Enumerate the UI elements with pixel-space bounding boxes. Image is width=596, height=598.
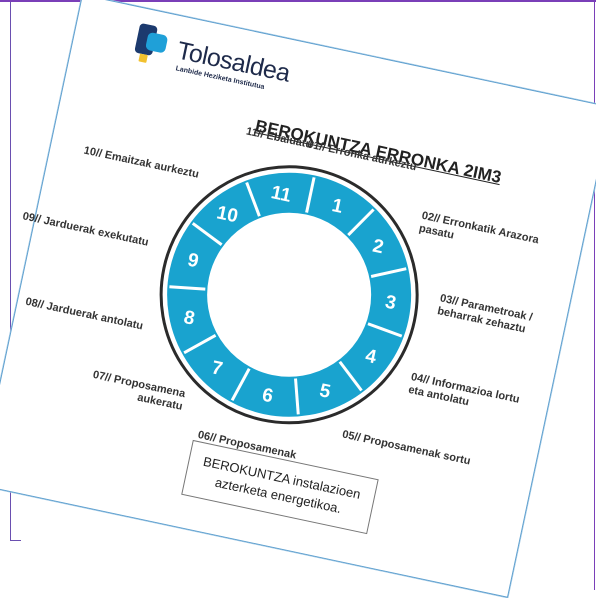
wheel-divider	[370, 267, 407, 278]
wheel-divider	[367, 322, 403, 338]
window-right-border	[594, 2, 595, 590]
caption-text: BEROKUNTZA instalazioen azterketa energe…	[201, 453, 362, 517]
wheel-step-number: 6	[260, 385, 275, 408]
wheel-step-number: 2	[371, 236, 386, 259]
erronka-wheel: 1 2 3 4 5 6 7 8 9 10 11	[159, 165, 419, 425]
wheel-divider	[347, 208, 375, 237]
wheel-step-number: 7	[210, 357, 225, 380]
window-bottom-border	[10, 540, 21, 541]
wheel-step-number: 1	[330, 195, 345, 218]
wheel-divider	[294, 378, 300, 415]
window-left-border	[10, 2, 11, 540]
window-top-border	[0, 0, 596, 2]
wheel-step-number: 9	[186, 250, 201, 273]
wheel-step-number: 3	[383, 292, 398, 315]
wheel-divider	[245, 181, 261, 217]
step-label: 04// Informazioa lortu eta antolatu	[407, 371, 521, 409]
wheel-step-number: 11	[269, 182, 293, 207]
tolosaldea-logo-icon	[134, 23, 168, 63]
wheel-divider	[338, 360, 363, 392]
logo: Tolosaldea Lanbide Heziketa Institutua	[125, 19, 314, 115]
wheel-divider	[191, 222, 223, 246]
step-label: 03// Parametroak / beharrak zehaztu	[436, 292, 534, 336]
wheel-divider	[169, 285, 206, 291]
wheel-step-number: 10	[215, 202, 240, 227]
step-label: 08// Jarduerak antolatu	[24, 296, 145, 333]
wheel-divider	[230, 367, 251, 402]
wheel-step-number: 5	[318, 380, 333, 403]
wheel-divider	[183, 334, 217, 355]
step-label: 09// Jarduerak exekutatu	[21, 209, 150, 249]
wheel-step-number: 4	[363, 346, 378, 369]
wheel-divider	[305, 177, 316, 213]
wheel-step-number: 8	[182, 307, 197, 330]
